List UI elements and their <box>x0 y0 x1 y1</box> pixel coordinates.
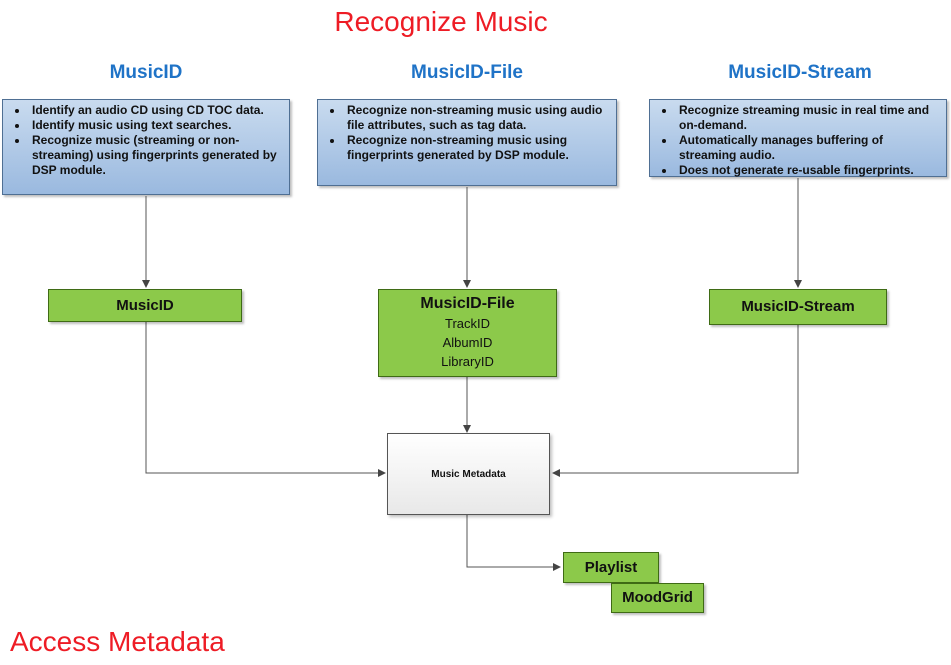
arrow-metadata-to-playlist <box>466 515 561 571</box>
arrow-musicid-to-metadata <box>145 322 386 477</box>
playlist-box: Playlist <box>563 552 659 583</box>
musicid-file-module-label: MusicID-File <box>420 295 515 312</box>
musicid-stream-heading: MusicID-Stream <box>728 62 872 83</box>
musicid-stream-bullet: Does not generate re-usable fingerprints… <box>676 163 942 178</box>
arrow-stream-to-metadata <box>552 325 799 477</box>
musicid-stream-module-label: MusicID-Stream <box>741 298 855 315</box>
moodgrid-label: MoodGrid <box>622 589 693 606</box>
albumid-label: AlbumID <box>442 335 493 350</box>
musicid-heading: MusicID <box>109 62 183 83</box>
musicid-file-bullet: Recognize non-streaming music using audi… <box>344 103 612 133</box>
musicid-bullet: Recognize music (streaming or non-stream… <box>29 133 285 178</box>
musicid-module-box: MusicID <box>48 289 242 322</box>
musicid-module-label: MusicID <box>116 297 174 314</box>
musicid-bullet: Identify an audio CD using CD TOC data. <box>29 103 285 118</box>
musicid-bullet: Identify music using text searches. <box>29 118 285 133</box>
trackid-label: TrackID <box>444 316 491 331</box>
musicid-stream-module-box: MusicID-Stream <box>709 289 887 325</box>
access-metadata-title: Access Metadata <box>10 626 225 657</box>
playlist-label: Playlist <box>584 559 638 576</box>
musicid-stream-bullet: Automatically manages buffering of strea… <box>676 133 942 163</box>
libraryid-label: LibraryID <box>441 354 494 369</box>
musicid-file-bullet: Recognize non-streaming music using fing… <box>344 133 612 163</box>
musicid-file-heading: MusicID-File <box>411 62 523 83</box>
moodgrid-box: MoodGrid <box>611 583 704 613</box>
diagram-title: Recognize Music <box>334 6 548 37</box>
musicid-stream-bullet: Recognize streaming music in real time a… <box>676 103 942 133</box>
musicid-file-module-box: MusicID-File TrackID AlbumID LibraryID <box>378 289 557 377</box>
musicid-info-box: Identify an audio CD using CD TOC data. … <box>2 99 290 195</box>
musicid-file-info-box: Recognize non-streaming music using audi… <box>317 99 617 186</box>
musicid-stream-info-box: Recognize streaming music in real time a… <box>649 99 947 177</box>
music-metadata-label: Music Metadata <box>431 468 506 480</box>
music-metadata-box: Music Metadata <box>387 433 550 515</box>
